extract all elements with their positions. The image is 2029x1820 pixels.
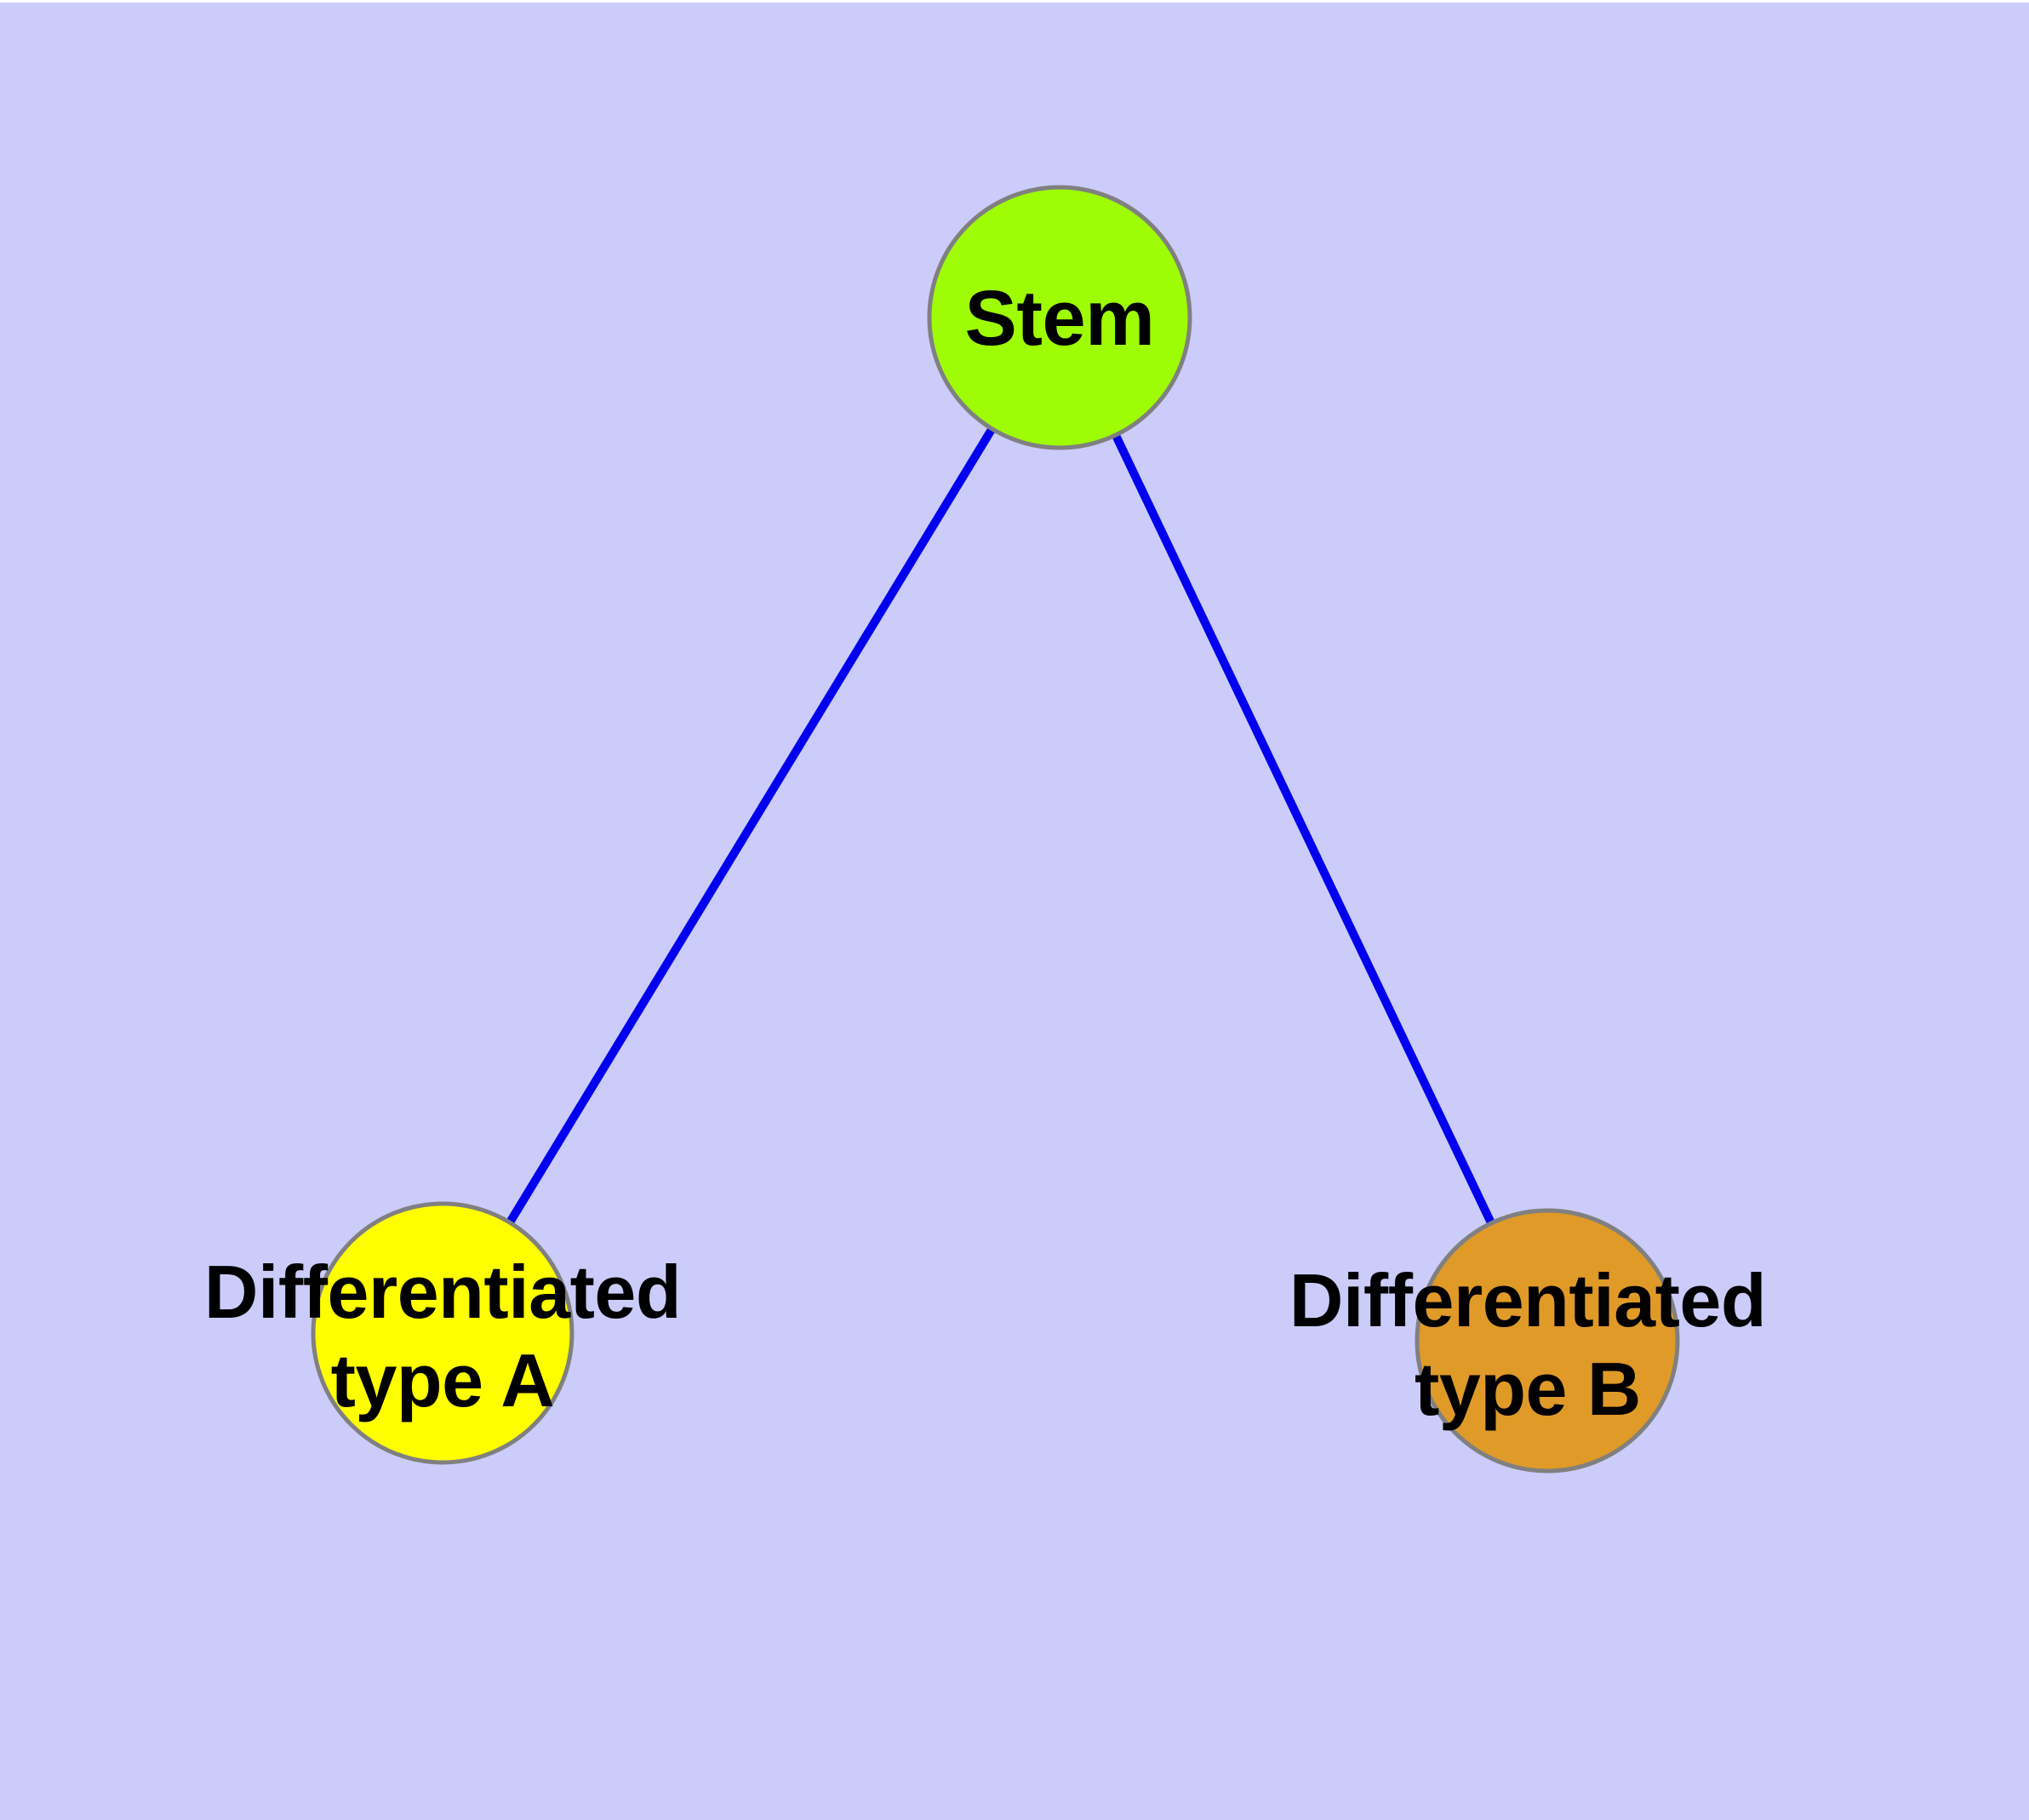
node-differentiated-type-a[interactable] bbox=[311, 1201, 574, 1465]
node-stem[interactable] bbox=[927, 185, 1192, 450]
node-differentiated-type-b[interactable] bbox=[1415, 1208, 1680, 1474]
edge-stem-to-differentiated-type-a[interactable] bbox=[438, 315, 1064, 1336]
node-layer bbox=[311, 185, 1680, 1474]
edge-layer bbox=[438, 315, 1552, 1343]
edge-stem-to-differentiated-type-b[interactable] bbox=[1055, 315, 1552, 1343]
